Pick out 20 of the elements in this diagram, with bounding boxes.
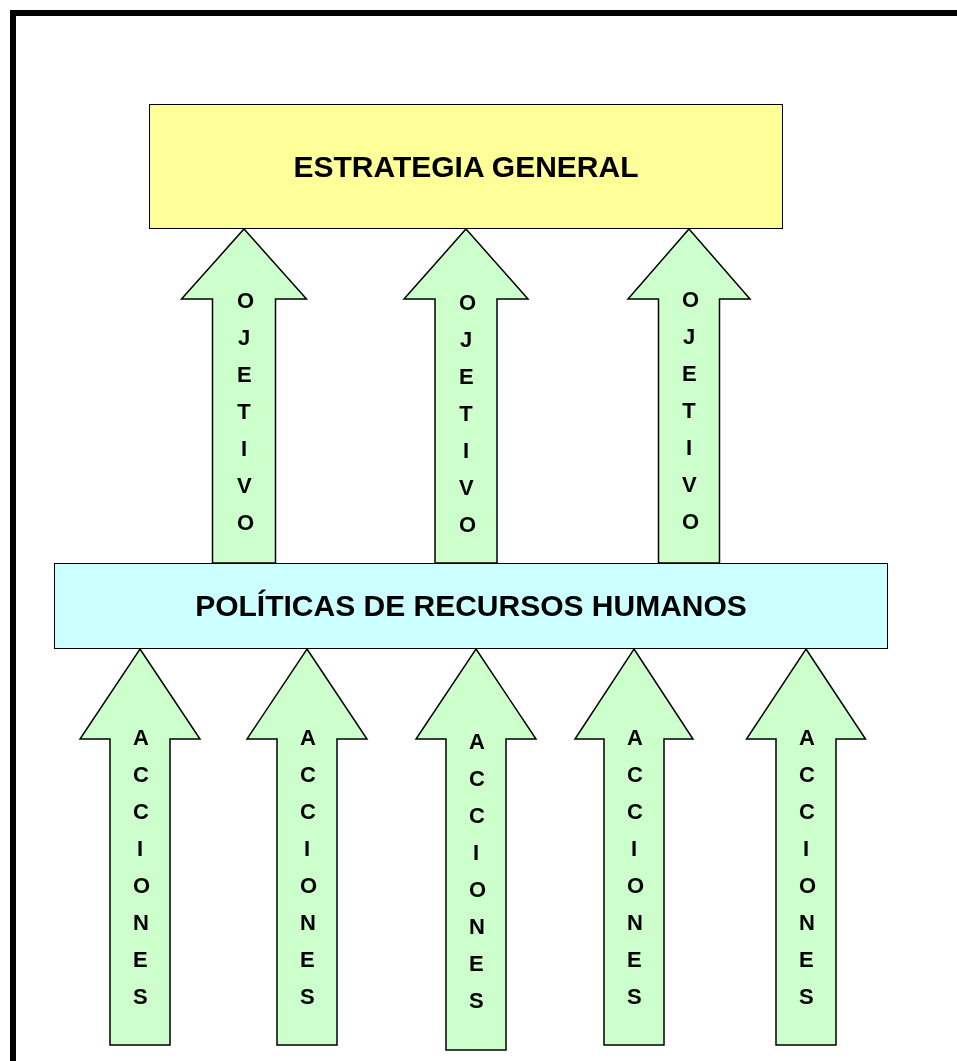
block-arrow (573, 647, 695, 1046)
block-arrow (414, 647, 538, 1051)
block-arrow (745, 647, 867, 1046)
edge-label: ACCIONES (626, 724, 651, 1011)
box-title: POLÍTICAS DE RECURSOS HUMANOS (195, 589, 747, 623)
block-arrow (402, 227, 530, 564)
edge-label: OJETIVO (458, 289, 483, 539)
box-title: ESTRATEGIA GENERAL (293, 149, 639, 184)
policy-box (54, 563, 888, 649)
block-arrow (245, 647, 369, 1046)
block-arrow (179, 227, 309, 564)
edge-label: ACCIONES (299, 724, 324, 1011)
block-arrow (78, 647, 202, 1046)
edge-label: OJETIVO (236, 287, 261, 537)
edge-label: ACCIONES (798, 724, 823, 1011)
edge-label: ACCIONES (132, 724, 157, 1011)
edge-label: ACCIONES (468, 728, 493, 1015)
edge-label: OJETIVO (681, 286, 706, 536)
strategy-box (149, 104, 783, 229)
block-arrow (626, 227, 752, 564)
